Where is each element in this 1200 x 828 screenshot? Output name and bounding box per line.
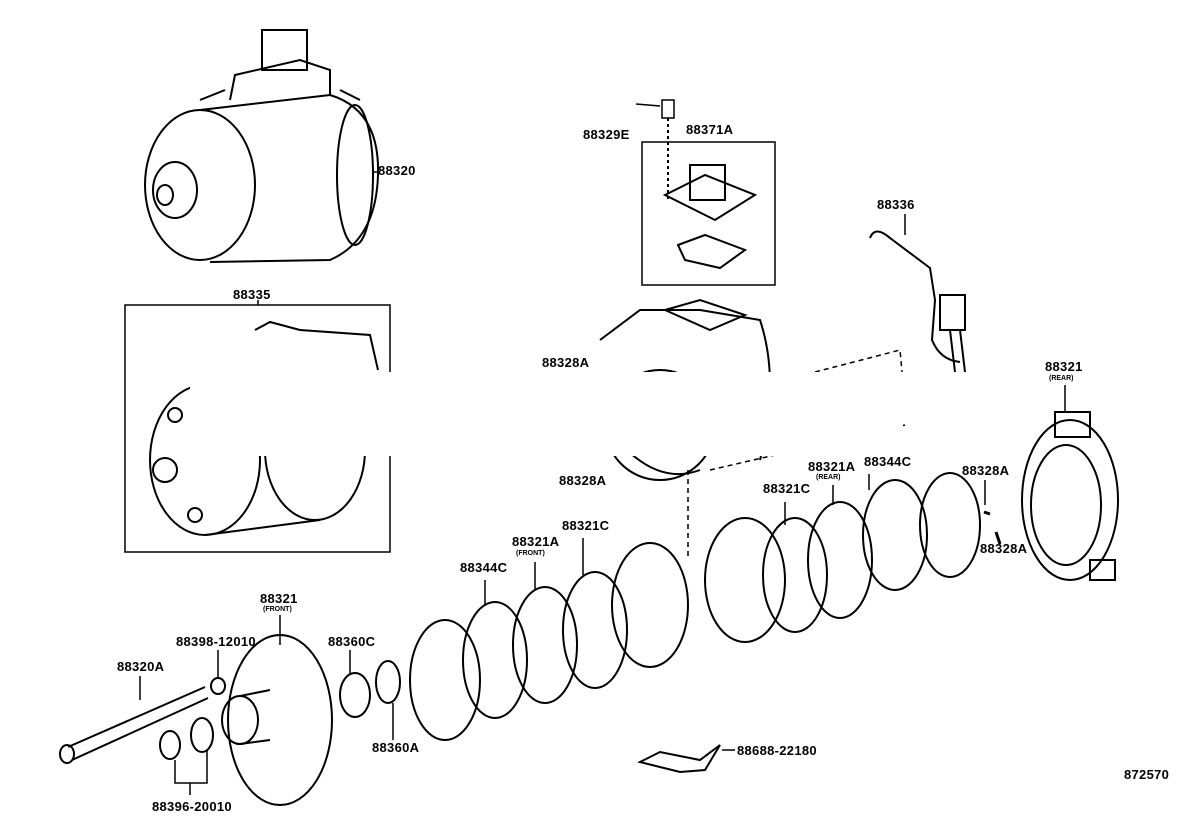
label-plate-front-note: (FRONT) <box>516 550 545 557</box>
rear-o-ring-drawing <box>704 517 786 643</box>
rear-housing-drawing <box>1021 411 1119 581</box>
screw-drawing <box>661 99 675 119</box>
front-valve-plate-drawing <box>409 619 481 741</box>
label-88336: 88336 <box>877 197 915 212</box>
masked-region <box>190 372 902 456</box>
label-88396-20010: 88396-20010 <box>152 799 232 814</box>
label-88371a: 88371A <box>686 122 734 137</box>
washer-drawing <box>210 677 226 695</box>
seal-drawing <box>339 672 371 718</box>
rear-gasket-drawing <box>762 517 828 633</box>
label-88320a: 88320A <box>117 659 165 674</box>
snap-ring-drawing <box>375 660 401 704</box>
label-88328a-center: 88328A <box>559 473 607 488</box>
seal-kit-drawing <box>159 730 181 760</box>
front-reed-drawing <box>462 601 528 719</box>
rear-valve-plate-drawing <box>919 472 981 578</box>
label-88320: 88320 <box>378 163 416 178</box>
label-88688-22180: 88688-22180 <box>737 743 817 758</box>
label-88360a: 88360A <box>372 740 420 755</box>
valve-drawing <box>662 164 758 270</box>
rear-reed-drawing <box>862 479 928 591</box>
label-plate-rear-note: (REAR) <box>816 474 841 481</box>
front-gasket-drawing <box>562 571 628 689</box>
label-88360c: 88360C <box>328 634 376 649</box>
bracket-drawing <box>637 744 721 774</box>
label-88321c-rear: 88321C <box>763 481 811 496</box>
compressor-drawing <box>144 29 380 263</box>
label-88321a-rear: 88321A <box>808 459 856 474</box>
label-88321a-front: 88321A <box>512 534 560 549</box>
label-88321-rear: 88321 <box>1045 359 1083 374</box>
bolt-drawing <box>67 686 209 761</box>
front-housing-drawing <box>221 634 333 806</box>
valve-box <box>641 141 776 286</box>
label-front-note: (FRONT) <box>263 606 292 613</box>
label-88321c-front: 88321C <box>562 518 610 533</box>
label-88344c-rear: 88344C <box>864 454 912 469</box>
front-plate-drawing <box>512 586 578 704</box>
front-o-ring-drawing <box>611 542 689 668</box>
rear-plate-drawing <box>807 501 873 619</box>
switch-drawing <box>869 230 966 373</box>
label-88328a-right-1: 88328A <box>962 463 1010 478</box>
label-88344c-front: 88344C <box>460 560 508 575</box>
label-88321-front: 88321 <box>260 591 298 606</box>
label-rear-note: (REAR) <box>1049 375 1074 382</box>
diagram-number: 872570 <box>1124 767 1170 782</box>
label-88335: 88335 <box>233 287 271 302</box>
label-88398-12010: 88398-12010 <box>176 634 256 649</box>
label-88328a-right-2: 88328A <box>980 541 1028 556</box>
label-88328a-hidden: 88328A <box>542 355 590 370</box>
label-88329e: 88329E <box>583 127 630 142</box>
